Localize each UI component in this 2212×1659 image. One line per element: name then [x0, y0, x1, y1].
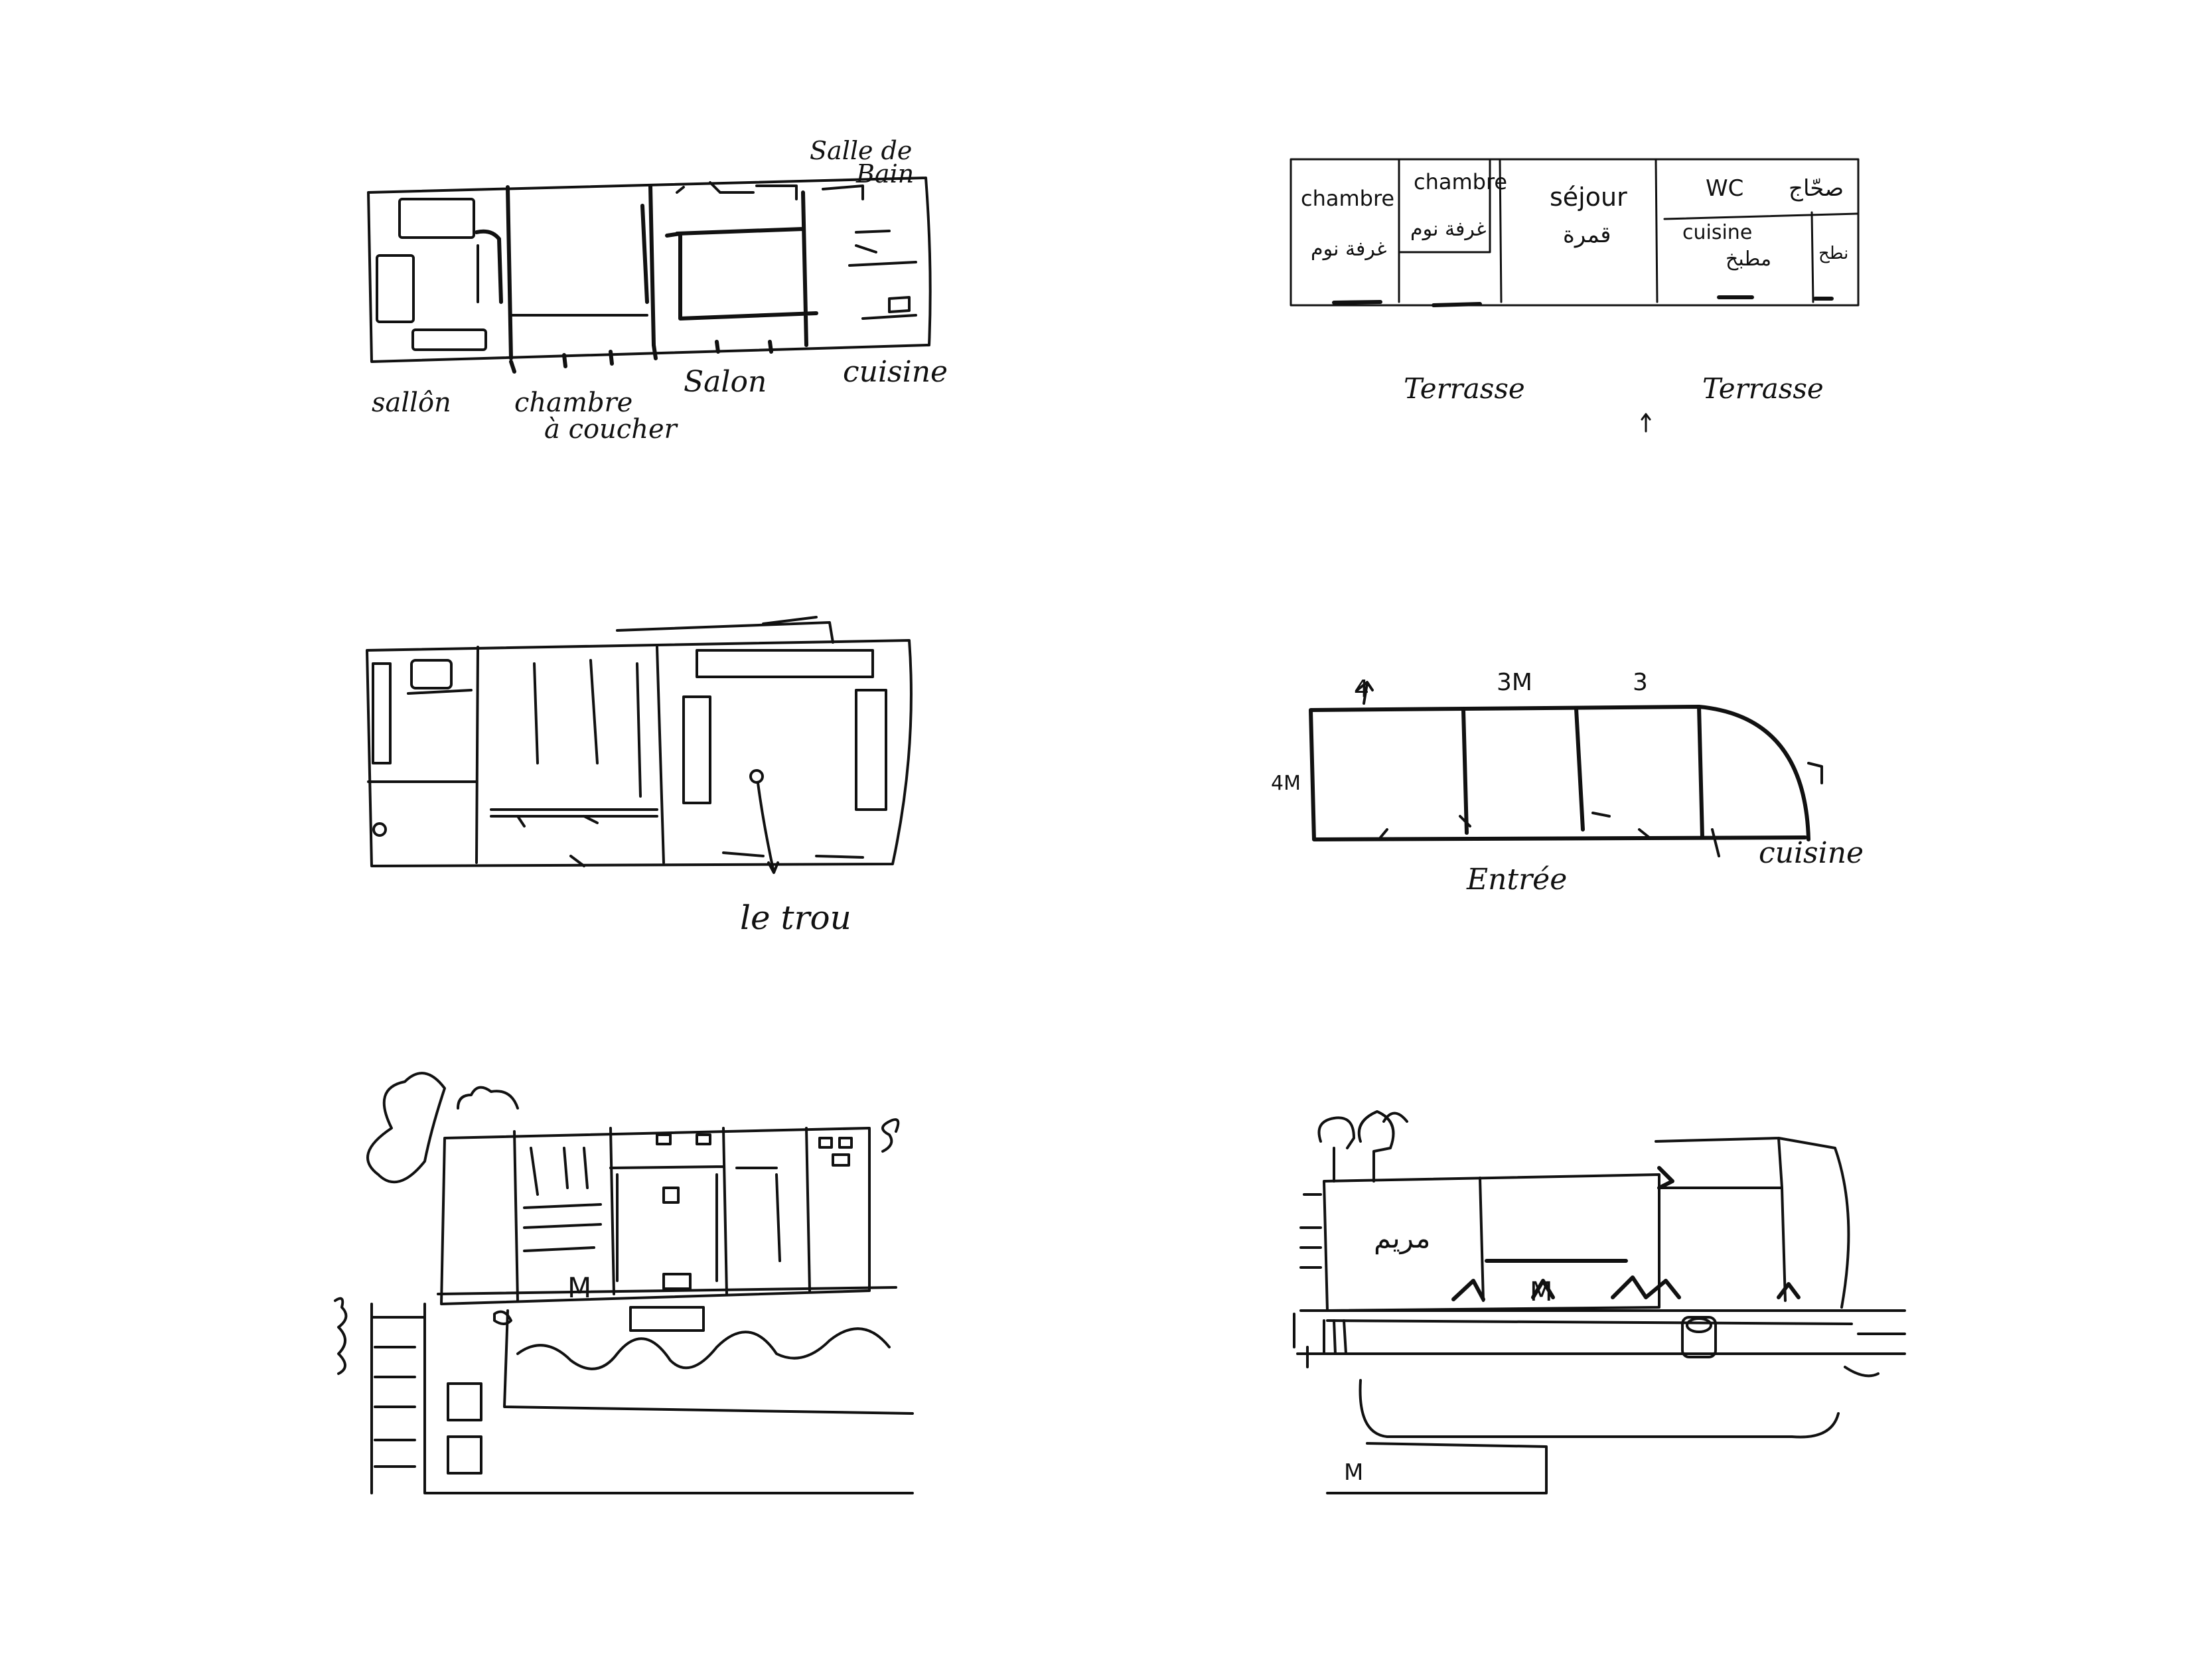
tree-1-icon [366, 1072, 446, 1184]
small-square-2 [838, 1137, 853, 1149]
small-square-1 [818, 1137, 833, 1149]
label-dim-2: 3M [1497, 669, 1532, 696]
sketch-1-plan: Salle de Bain sallôn chambre à coucher S… [367, 136, 948, 445]
hole-circle [749, 769, 764, 784]
label-chambre-1-fr: chambre [1301, 186, 1394, 211]
cabinet-1 [372, 662, 392, 764]
label-chambre-2-fr: chambre [1414, 169, 1507, 194]
hole-arrow [757, 782, 779, 874]
label-m-6b: M [1344, 1459, 1363, 1486]
label-ar-6: مريم [1374, 1222, 1430, 1255]
label-sejour-fr: séjour [1550, 182, 1627, 212]
tree-group-icon [1317, 1110, 1408, 1183]
sink-square [662, 1187, 680, 1204]
label-salon: Salon [684, 365, 767, 399]
label-chambre-2: à coucher [544, 414, 679, 445]
sketch-3-plan: le trou [366, 616, 913, 937]
shrub-icon [493, 1310, 512, 1325]
label-entree: Entrée [1466, 863, 1567, 897]
sketch-2-plan: chambre غرفة نوم chambre غرفة نوم séjour… [1290, 158, 1860, 433]
tree-2-icon [457, 1086, 519, 1110]
sofa-block-2 [376, 254, 415, 323]
label-m-6a: M [1530, 1277, 1553, 1307]
plan-outline [1290, 158, 1860, 307]
small-square-4 [656, 1133, 672, 1145]
label-saloon: sallôn [372, 388, 451, 418]
label-side-ar: نطح [1818, 244, 1848, 263]
bin-lid [1686, 1317, 1712, 1333]
label-terrasse-2: Terrasse [1702, 372, 1824, 405]
sketch-4-plan: 4 3M 3 4M Entrée cuisine [1271, 669, 1864, 897]
label-cuisine: cuisine [843, 355, 948, 389]
label-chambre-1: chambre [514, 388, 632, 418]
sofa-block-3 [411, 328, 487, 351]
label-dim-side: 4M [1271, 772, 1301, 795]
counter-top [696, 649, 874, 678]
river-wave [516, 1327, 891, 1370]
label-dim-1: 4 [1354, 676, 1369, 703]
small-square-3 [832, 1153, 850, 1167]
label-salle-de-bain-2: Bain [855, 159, 914, 188]
label-salle-de-bain-1: Salle de [810, 136, 912, 165]
label-m-5: M [567, 1271, 591, 1304]
label-le-trou: le trou [740, 899, 851, 937]
sink-circle [372, 822, 387, 837]
arrow-up-icon [1641, 413, 1651, 433]
label-cuisine-fr: cuisine [1682, 221, 1752, 244]
small-square-5 [696, 1133, 711, 1145]
tree-3-icon [881, 1118, 900, 1153]
label-wc-fr: WC [1706, 175, 1743, 202]
label-chambre-1-ar: غرفة نوم [1311, 238, 1387, 261]
label-wc-ar: صحّاج [1789, 175, 1844, 202]
label-cuisine-4: cuisine [1759, 836, 1864, 870]
sketch-6-plan: مريم M M [1293, 1110, 1906, 1494]
counter-right [855, 689, 887, 811]
label-terrasse-1: Terrasse [1404, 372, 1525, 405]
tree-4-icon [334, 1297, 348, 1375]
label-cuisine-ar: مطبخ [1726, 248, 1771, 271]
table-1 [410, 659, 453, 689]
counter-side [682, 695, 711, 804]
label-sejour-ar: قمرة [1563, 222, 1611, 248]
label-dim-3: 3 [1633, 669, 1648, 696]
bench-1 [447, 1382, 482, 1421]
chair-square [662, 1273, 692, 1290]
sketch-5-plan: M [334, 1072, 914, 1494]
sofa-block-1 [398, 198, 475, 239]
bench-2 [447, 1435, 482, 1475]
label-chambre-2-ar: غرفة نوم [1410, 218, 1487, 241]
